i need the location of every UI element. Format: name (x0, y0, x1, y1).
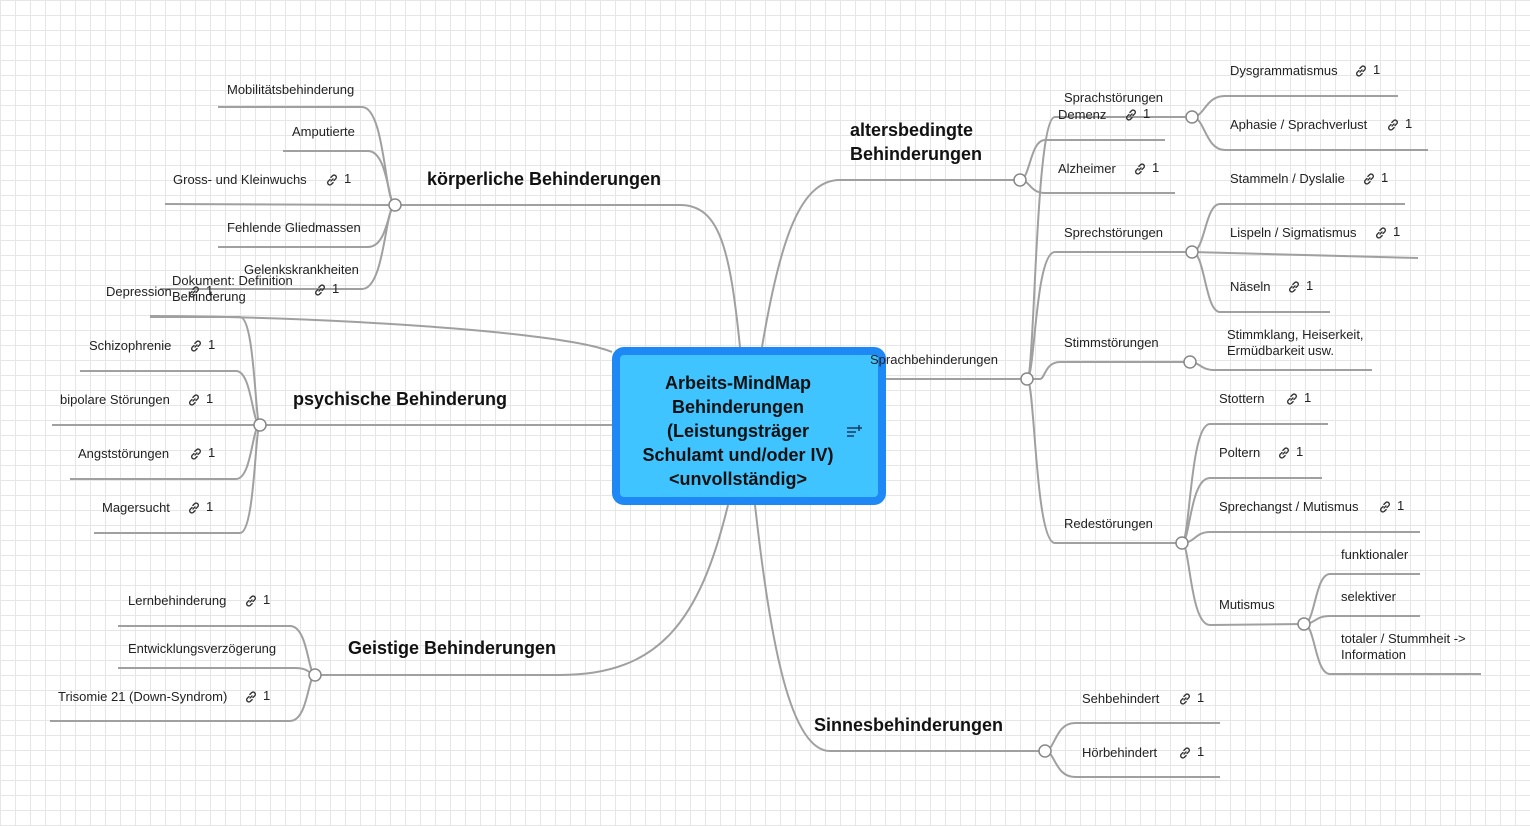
link-icon[interactable] (189, 339, 203, 353)
collapse-circle-redestoer (1175, 536, 1189, 550)
node-redestoer[interactable]: Redestörungen (1064, 516, 1153, 531)
collapse-circle-koerperliche (388, 198, 402, 212)
collapse-circle-sprach (1020, 372, 1034, 386)
link-count: 1 (1405, 116, 1413, 131)
link-icon[interactable] (1287, 280, 1301, 294)
node-gelenk[interactable]: Gelenkskrankheiten (244, 262, 359, 277)
link-count: 1 (1373, 62, 1381, 77)
collapse-circle-stimmstoer (1183, 355, 1197, 369)
link-count: 1 (1197, 744, 1205, 759)
node-lern[interactable]: Lernbehinderung (128, 593, 227, 608)
link-count: 1 (263, 688, 271, 703)
link-count: 1 (1296, 444, 1304, 459)
node-schizo[interactable]: Schizophrenie (89, 338, 172, 353)
link-count: 1 (206, 499, 214, 514)
link-icon[interactable] (187, 285, 201, 299)
node-dysgramm[interactable]: Dysgrammatismus (1230, 63, 1338, 78)
link-count: 1 (1397, 498, 1405, 513)
node-lispeln[interactable]: Lispeln / Sigmatismus (1230, 225, 1357, 240)
link-icon[interactable] (244, 594, 258, 608)
link-icon[interactable] (1378, 500, 1392, 514)
node-gross-klein[interactable]: Gross- und Kleinwuchs (173, 172, 307, 187)
node-sprechstoer[interactable]: Sprechstörungen (1064, 225, 1164, 240)
node-funktionaler[interactable]: funktionaler (1341, 547, 1409, 562)
node-hoerbehindert[interactable]: Hörbehindert (1082, 745, 1158, 760)
node-stimmklang[interactable]: Stimmklang, Heiserkeit, Ermüdbarkeit usw… (1227, 327, 1364, 358)
notes-icon[interactable] (846, 423, 862, 439)
link-count: 1 (1306, 278, 1314, 293)
link-icon[interactable] (1374, 226, 1388, 240)
link-count: 1 (208, 445, 216, 460)
node-bipolar[interactable]: bipolare Störungen (60, 392, 170, 407)
link-icon[interactable] (1178, 692, 1192, 706)
node-stottern[interactable]: Stottern (1219, 391, 1265, 406)
node-selektiver[interactable]: selektiver (1341, 589, 1396, 604)
central-topic-title: Arbeits-MindMap Behinderungen (Leistungs… (642, 373, 834, 489)
node-stammeln[interactable]: Stammeln / Dyslalie (1230, 171, 1345, 186)
node-depression[interactable]: Depression (106, 284, 172, 299)
node-mobilitaet[interactable]: Mobilitätsbehinderung (227, 82, 355, 97)
central-topic[interactable]: Arbeits-MindMap Behinderungen (Leistungs… (612, 347, 886, 505)
branch-sprach[interactable]: Sprachbehinderungen (870, 352, 998, 367)
link-icon[interactable] (187, 501, 201, 515)
branch-psychische[interactable]: psychische Behinderung (293, 389, 508, 409)
link-count: 1 (332, 281, 340, 296)
link-count: 1 (208, 337, 216, 352)
link-count: 1 (263, 592, 271, 607)
collapse-circle-psychische (253, 418, 267, 432)
link-icon[interactable] (1133, 162, 1147, 176)
collapse-circle-mutismus (1297, 617, 1311, 631)
link-icon[interactable] (1285, 392, 1299, 406)
node-angst[interactable]: Angststörungen (78, 446, 170, 461)
link-count: 1 (1393, 224, 1401, 239)
link-count: 1 (1381, 170, 1389, 185)
node-amputierte[interactable]: Amputierte (292, 124, 355, 139)
node-demenz[interactable]: Demenz (1058, 107, 1107, 122)
link-icon[interactable] (244, 690, 258, 704)
link-icon[interactable] (1124, 108, 1138, 122)
link-count: 1 (1143, 106, 1151, 121)
link-icon[interactable] (1354, 64, 1368, 78)
node-entwicklung[interactable]: Entwicklungsverzögerung (128, 641, 277, 656)
collapse-circle-sprachstoer (1185, 110, 1199, 124)
link-icon[interactable] (1178, 746, 1192, 760)
link-icon[interactable] (1362, 172, 1376, 186)
collapse-circle-sprechstoer (1185, 245, 1199, 259)
node-alzheimer[interactable]: Alzheimer (1058, 161, 1116, 176)
node-aphasie[interactable]: Aphasie / Sprachverlust (1230, 117, 1368, 132)
node-trisomie[interactable]: Trisomie 21 (Down-Syndrom) (58, 689, 228, 704)
link-icon[interactable] (187, 393, 201, 407)
branch-geistige[interactable]: Geistige Behinderungen (348, 638, 557, 658)
link-icon[interactable] (313, 283, 327, 297)
collapse-circle-geistige (308, 668, 322, 682)
link-count: 1 (206, 391, 214, 406)
link-icon[interactable] (325, 173, 339, 187)
node-naeseln[interactable]: Näseln (1230, 279, 1271, 294)
collapse-circle-sinnes (1038, 744, 1052, 758)
link-icon[interactable] (1386, 118, 1400, 132)
link-count: 1 (1152, 160, 1160, 175)
collapse-circle-altersbedingte (1013, 173, 1027, 187)
node-totaler[interactable]: totaler / Stummheit -> Information (1341, 631, 1466, 662)
node-fehlende[interactable]: Fehlende Gliedmassen (227, 220, 361, 235)
link-count: 1 (344, 171, 352, 186)
branch-altersbedingte[interactable]: altersbedingte Behinderungen (850, 120, 983, 164)
branch-koerperliche[interactable]: körperliche Behinderungen (427, 169, 662, 189)
link-count: 1 (1197, 690, 1205, 705)
node-poltern[interactable]: Poltern (1219, 445, 1261, 460)
node-stimmstoer[interactable]: Stimmstörungen (1064, 335, 1159, 350)
link-icon[interactable] (1277, 446, 1291, 460)
node-mager[interactable]: Magersucht (102, 500, 170, 515)
link-count: 1 (206, 283, 214, 298)
node-sprachstoer[interactable]: Sprachstörungen (1064, 90, 1164, 105)
node-sehbehindert[interactable]: Sehbehindert (1082, 691, 1160, 706)
node-sprechangst[interactable]: Sprechangst / Mutismus (1219, 499, 1359, 514)
node-mutismus[interactable]: Mutismus (1219, 597, 1275, 612)
branch-sinnes[interactable]: Sinnesbehinderungen (814, 715, 1004, 735)
link-count: 1 (1304, 390, 1312, 405)
link-icon[interactable] (189, 447, 203, 461)
